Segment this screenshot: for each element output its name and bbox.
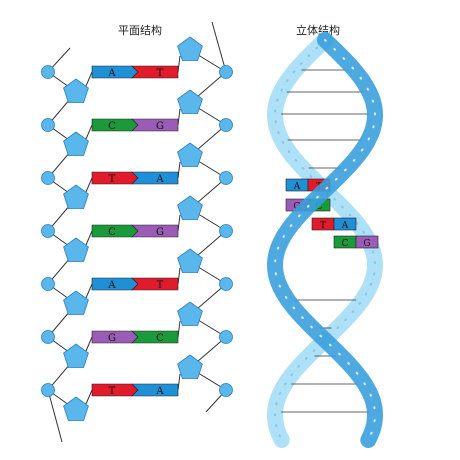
base-left-letter: C — [108, 121, 116, 132]
base-right-letter: T — [157, 280, 164, 291]
deoxyribose-pentagon-icon — [177, 248, 203, 273]
base-right-letter: G — [156, 121, 164, 132]
deoxyribose-pentagon-icon — [63, 396, 89, 421]
phosphate-circle-icon — [41, 277, 55, 291]
glycosidic-bond-line — [177, 373, 181, 391]
planar-structure-title: 平面结构 — [118, 24, 162, 37]
deoxyribose-pentagon-icon — [63, 131, 89, 156]
deoxyribose-pentagon-icon — [63, 237, 89, 262]
base-right-block — [131, 330, 179, 344]
base-right-block — [131, 383, 179, 397]
phosphate-circle-icon — [41, 224, 55, 238]
base-left-letter: T — [109, 174, 116, 185]
glycosidic-bond-line — [85, 124, 93, 140]
glycosidic-bond-line — [177, 108, 181, 126]
base-right-block — [131, 118, 179, 132]
base-right-block — [131, 65, 179, 79]
helix-base-right-letter: C — [316, 202, 323, 212]
deoxyribose-pentagon-icon — [177, 142, 203, 167]
phosphate-circle-icon — [41, 330, 55, 344]
phosphate-circle-icon — [41, 171, 55, 185]
deoxyribose-pentagon-icon — [63, 290, 89, 315]
base-right-letter: A — [155, 174, 164, 185]
glycosidic-bond-line — [177, 55, 181, 73]
helix-base-left-letter: A — [293, 182, 301, 192]
base-right-letter: T — [157, 68, 164, 79]
glycosidic-bond-line — [85, 336, 93, 352]
base-left-letter: A — [107, 68, 116, 79]
deoxyribose-pentagon-icon — [177, 301, 203, 326]
base-right-letter: C — [156, 333, 164, 344]
helix-base-right-letter: G — [363, 239, 370, 249]
phosphate-circle-icon — [219, 65, 233, 79]
glycosidic-bond-line — [85, 71, 93, 87]
phosphate-circle-icon — [41, 65, 55, 79]
deoxyribose-pentagon-icon — [177, 354, 203, 379]
phosphate-circle-icon — [41, 383, 55, 397]
phosphate-circle-icon — [219, 171, 233, 185]
glycosidic-bond-line — [177, 320, 181, 338]
base-right-block — [131, 171, 179, 185]
helix-strand-dots — [273, 39, 377, 441]
glycosidic-bond-line — [85, 177, 93, 193]
deoxyribose-pentagon-icon — [63, 184, 89, 209]
deoxyribose-pentagon-icon — [177, 89, 203, 114]
glycosidic-bond-line — [177, 161, 181, 179]
base-right-block — [131, 277, 179, 291]
helix-base-left-letter: C — [342, 239, 349, 249]
phosphate-circle-icon — [41, 118, 55, 132]
glycosidic-bond-line — [85, 389, 93, 405]
phosphate-circle-icon — [219, 330, 233, 344]
phosphate-circle-icon — [219, 277, 233, 291]
deoxyribose-pentagon-icon — [63, 78, 89, 103]
backbone-end-line — [211, 21, 227, 73]
glycosidic-bond-line — [85, 283, 93, 299]
helix-base-right-letter: A — [341, 221, 349, 231]
glycosidic-bond-line — [177, 267, 181, 285]
deoxyribose-pentagon-icon — [63, 343, 89, 368]
phosphate-circle-icon — [219, 118, 233, 132]
helix-base-right-block — [333, 217, 357, 231]
helix-base-right-block — [355, 235, 379, 249]
base-left-letter: G — [108, 333, 116, 344]
helix-base-left-letter: T — [320, 221, 326, 231]
base-right-letter: A — [155, 386, 164, 397]
base-left-letter: A — [107, 280, 116, 291]
base-left-letter: C — [108, 227, 116, 238]
base-right-block — [131, 224, 179, 238]
phosphate-circle-icon — [219, 383, 233, 397]
deoxyribose-pentagon-icon — [177, 195, 203, 220]
base-left-letter: T — [109, 386, 116, 397]
phosphate-circle-icon — [219, 224, 233, 238]
deoxyribose-pentagon-icon — [177, 36, 203, 61]
base-right-letter: G — [156, 227, 164, 238]
glycosidic-bond-line — [177, 214, 181, 232]
backbone-end-line — [47, 389, 63, 443]
glycosidic-bond-line — [85, 230, 93, 246]
